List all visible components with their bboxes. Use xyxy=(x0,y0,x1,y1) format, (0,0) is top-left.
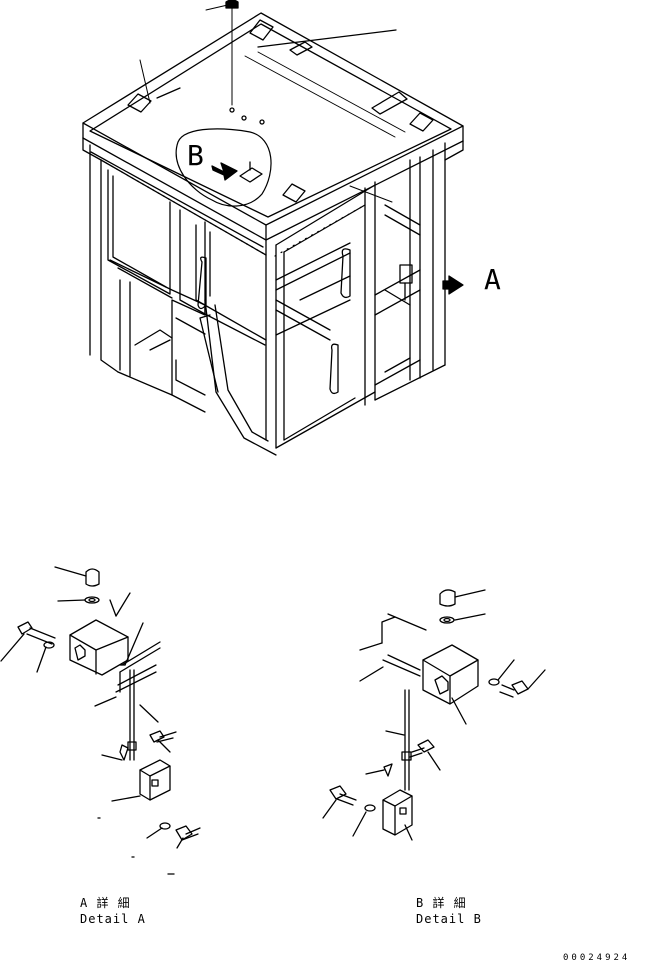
detail-b-drawing xyxy=(322,589,546,841)
view-a-callout-label: A xyxy=(484,263,501,296)
cab-leader-lines xyxy=(139,3,393,203)
cab-frame xyxy=(82,12,464,456)
view-b-callout-label: B xyxy=(187,139,204,172)
detail-b-caption-jp: B 詳 細 xyxy=(416,896,467,910)
roof-cap xyxy=(225,0,239,9)
detail-a-caption-en: Detail A xyxy=(80,912,146,926)
detail-a-drawing xyxy=(0,566,201,875)
detail-a-caption-jp: A 詳 細 xyxy=(80,896,131,910)
arrow-b-icon xyxy=(211,162,238,181)
detail-b-callout-circle xyxy=(175,128,272,207)
detail-b-caption-en: Detail B xyxy=(416,912,482,926)
drawing-number: 00024924 xyxy=(563,953,631,963)
arrow-a-icon xyxy=(442,275,464,295)
